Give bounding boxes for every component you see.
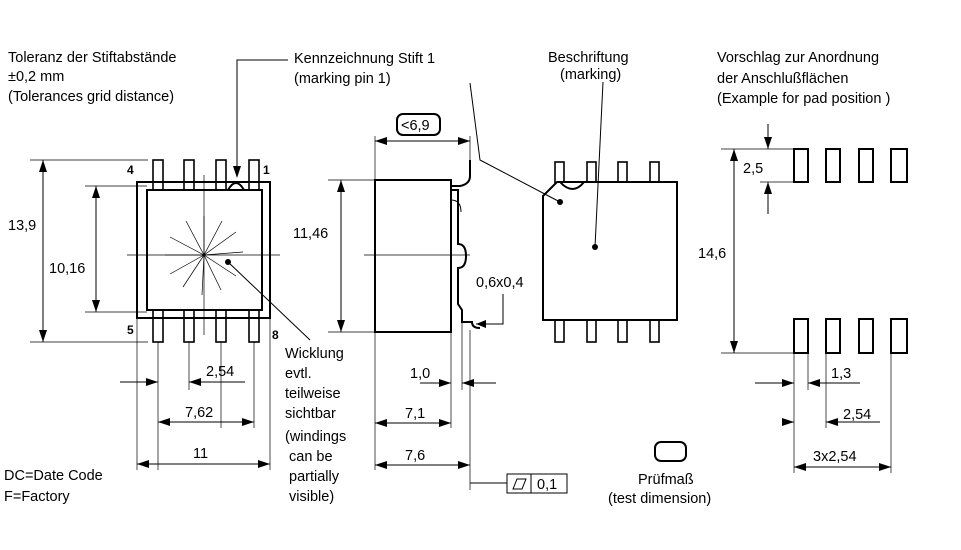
pin1-leader — [236, 59, 288, 170]
dim-side-height: 11,46 — [293, 226, 328, 242]
dim-overall-height: 13,9 — [8, 218, 36, 234]
dim-pin-span: 7,62 — [185, 405, 213, 421]
pad-row-upper — [793, 148, 908, 183]
dim-max-thickness: <6,9 — [401, 118, 430, 134]
test-dimension-note: Prüfmaß (test dimension) — [608, 441, 711, 507]
dim-body-depth: 7,1 — [405, 406, 425, 422]
marking-pin-note-line2: (marking pin 1) — [294, 71, 391, 87]
winding-note-line1: Wicklung — [285, 346, 344, 362]
date-code-line2: F=Factory — [4, 489, 70, 505]
dim-standoff: 1,0 — [410, 366, 430, 382]
pad-layout-note-line1: Vorschlag zur Anordnung — [717, 50, 879, 66]
pin-label-8: 8 — [272, 328, 279, 342]
max-thickness-frame — [396, 113, 441, 136]
inscription-note-line1: Beschriftung — [548, 50, 629, 66]
pad-layout-note-line3: (Example for pad position ) — [717, 91, 890, 107]
winding-sunburst — [165, 216, 244, 296]
marking-pin-note: Kennzeichnung Stift 1 (marking pin 1) — [294, 51, 435, 87]
dim-pad-total: 3x2,54 — [813, 449, 857, 465]
winding-note-line6: can be — [285, 449, 333, 465]
side-view-body — [374, 179, 452, 333]
winding-note-line7: partially — [285, 469, 340, 485]
winding-note-line8: visible) — [285, 489, 334, 505]
tolerance-note-line2: ±0,2 mm — [8, 69, 64, 85]
date-code-line1: DC=Date Code — [4, 468, 103, 484]
dim-pad-length: 2,5 — [743, 161, 763, 177]
dim-pad-pitch: 2,54 — [843, 407, 871, 423]
tolerance-note-line3: (Tolerances grid distance) — [8, 89, 174, 105]
dim-lead-section: 0,6x0,4 — [476, 275, 524, 291]
dim-overall-width: 11 — [193, 446, 208, 462]
marking-view-upper-pins — [554, 161, 660, 185]
pad-layout-note-line2: der Anschlußflächen — [717, 71, 848, 87]
winding-note: Wicklung evtl. teilweise sichtbar (windi… — [285, 346, 346, 505]
winding-note-line5: (windings — [285, 429, 346, 445]
side-view-upper-lead — [451, 160, 471, 187]
test-dimension-symbol — [654, 441, 687, 462]
marking-view — [469, 81, 678, 343]
winding-note-line3: teilweise — [285, 386, 341, 402]
dim-pad-width: 1,3 — [831, 366, 851, 382]
top-view-upper-pins — [152, 159, 260, 191]
marking-pin-note-line1: Kennzeichnung Stift 1 — [294, 51, 435, 67]
pad-row-lower — [793, 318, 908, 354]
marking-view-body — [542, 181, 678, 321]
pin-label-5: 5 — [127, 323, 134, 337]
top-view-pin1-notch — [227, 182, 245, 191]
top-view-lower-pins — [152, 309, 260, 343]
side-view-lead-profile — [451, 189, 481, 329]
pin-label-4: 4 — [127, 163, 134, 177]
side-view: <6,9 11,46 0,6x0,4 1,0 7,1 — [293, 113, 568, 494]
top-view-frame — [136, 181, 271, 319]
pin-label-1: 1 — [263, 163, 270, 177]
tolerance-note: Toleranz der Stiftabstände ±0,2 mm (Tole… — [8, 50, 176, 105]
top-view-body — [146, 189, 263, 311]
marking-pin-leader — [469, 82, 561, 203]
winding-note-line2: evtl. — [285, 366, 312, 382]
dim-total-depth: 7,6 — [405, 448, 425, 464]
pad-layout-note: Vorschlag zur Anordnung der Anschlußfläc… — [717, 50, 890, 107]
pad-layout: 2,5 14,6 1,3 2,54 3x2,54 — [698, 124, 908, 473]
tolerance-note-line1: Toleranz der Stiftabstände — [8, 50, 176, 66]
flatness-frame — [506, 473, 568, 494]
inscription-note: Beschriftung (marking) — [548, 50, 629, 83]
dim-flatness: 0,1 — [537, 477, 557, 493]
dim-pad-span: 14,6 — [698, 246, 726, 262]
dim-body-height: 10,16 — [49, 261, 85, 277]
flatness-icon — [512, 478, 527, 490]
date-code-note: DC=Date Code F=Factory — [4, 468, 103, 505]
winding-leader — [227, 261, 311, 341]
test-dimension-line1: Prüfmaß — [638, 472, 694, 488]
winding-note-line4: sichtbar — [285, 406, 336, 422]
top-view: 4 1 5 8 13,9 10,16 2,54 7,62 — [8, 59, 311, 470]
test-dimension-line2: (test dimension) — [608, 491, 711, 507]
dim-pitch: 2,54 — [206, 364, 234, 380]
inscription-note-line2: (marking) — [560, 67, 621, 83]
inscription-leader — [594, 81, 604, 248]
marking-view-lower-pins — [554, 317, 660, 343]
